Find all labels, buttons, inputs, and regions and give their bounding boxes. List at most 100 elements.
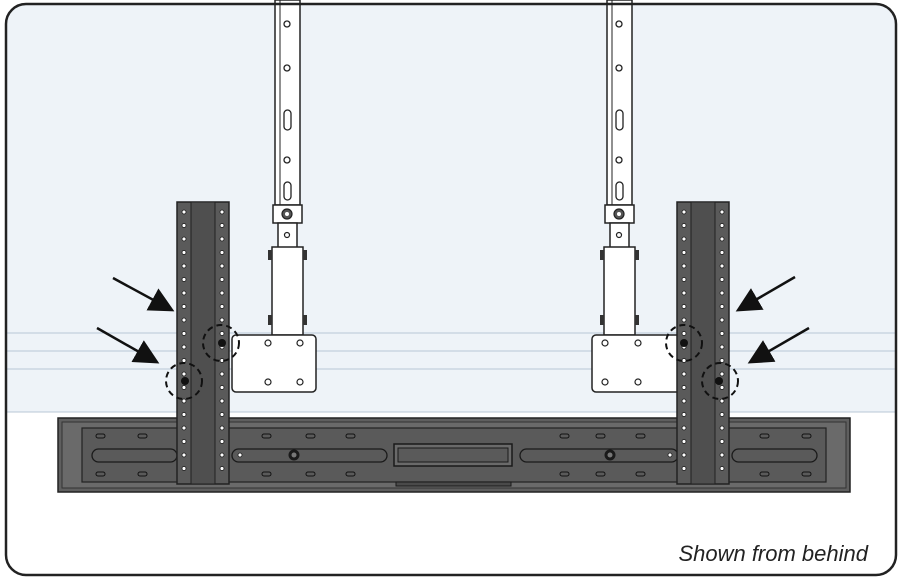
slot-icon [759, 433, 770, 439]
hole-icon [681, 304, 687, 309]
hole-icon [719, 344, 725, 350]
bolt-icon [181, 377, 189, 385]
hole-icon [681, 331, 687, 336]
dashed-circle-icon [202, 324, 240, 362]
hole-icon [219, 466, 225, 471]
slot-icon [635, 471, 646, 477]
hole-icon [719, 385, 725, 390]
hole-icon [681, 236, 687, 242]
dashed-circle-icon [701, 362, 739, 400]
bolt-icon [715, 377, 723, 385]
bolt-icon [680, 339, 688, 347]
hole-icon [219, 425, 225, 431]
hole-icon [719, 331, 725, 336]
hole-icon [681, 317, 687, 323]
hole-icon [719, 466, 725, 471]
hole-icon [181, 263, 187, 269]
slot-icon [801, 471, 812, 477]
hole-icon [181, 385, 187, 390]
hole-icon [219, 223, 225, 228]
hole-icon [681, 250, 687, 255]
hole-icon [719, 358, 725, 363]
hole-icon [181, 452, 187, 458]
left-ceiling-pole [231, 0, 317, 393]
hole-icon [181, 344, 187, 350]
hole-icon [219, 331, 225, 336]
figure-frame [4, 2, 898, 577]
hole-icon [681, 290, 687, 296]
hole-icon [719, 290, 725, 296]
hole-icon [219, 412, 225, 417]
hole-icon [181, 398, 187, 404]
hole-icon [719, 209, 725, 215]
dashed-circle-icon [665, 324, 703, 362]
slot-icon [261, 471, 272, 477]
slot-icon [95, 433, 106, 439]
right-ceiling-pole [591, 0, 683, 393]
hole-icon [681, 209, 687, 215]
hole-icon [681, 358, 687, 363]
hole-icon [181, 304, 187, 309]
slot-icon [95, 471, 106, 477]
slot-icon [137, 471, 148, 477]
arrow-icon [735, 275, 796, 312]
figure-caption: Shown from behind [678, 541, 868, 566]
hole-icon [181, 277, 187, 282]
bolt-icon [218, 339, 226, 347]
hole-icon [681, 425, 687, 431]
arrow-icon [96, 326, 160, 364]
hole-icon [719, 304, 725, 309]
hole-icon [219, 371, 225, 377]
hole-icon [681, 385, 687, 390]
hole-icon [219, 317, 225, 323]
hole-icon [219, 277, 225, 282]
slot-icon [345, 433, 356, 439]
hole-icon [681, 223, 687, 228]
hole-icon [181, 439, 187, 444]
hole-icon [219, 263, 225, 269]
bar-slot-holes [95, 433, 812, 477]
hole-icon [681, 466, 687, 471]
hole-icon [719, 398, 725, 404]
hole-icon [181, 317, 187, 323]
slot-icon [261, 433, 272, 439]
hole-icon [681, 277, 687, 282]
hole-icon [219, 250, 225, 255]
slot-icon [595, 433, 606, 439]
hole-icon [181, 466, 187, 471]
hole-icon [181, 371, 187, 377]
hole-icon [681, 398, 687, 404]
slot-icon [345, 471, 356, 477]
hole-icon [219, 290, 225, 296]
right-upright-holes [681, 209, 725, 471]
hole-icon [719, 317, 725, 323]
hole-icon [181, 290, 187, 296]
hole-icon [719, 236, 725, 242]
hole-icon [719, 425, 725, 431]
hole-icon [181, 209, 187, 215]
slot-icon [559, 433, 570, 439]
dashed-circle-icon [165, 362, 203, 400]
hole-icon [181, 236, 187, 242]
arrow-icon [747, 326, 810, 364]
hole-icon [667, 452, 673, 458]
hole-icon [219, 439, 225, 444]
hole-icon [719, 452, 725, 458]
hole-icon [719, 412, 725, 417]
hole-icon [681, 412, 687, 417]
hole-icon [181, 223, 187, 228]
hole-icon [219, 236, 225, 242]
slot-icon [759, 471, 770, 477]
hole-icon [181, 358, 187, 363]
hole-icon [219, 304, 225, 309]
left-upright [176, 201, 230, 485]
slot-icon [137, 433, 148, 439]
hole-icon [681, 263, 687, 269]
hole-icon [681, 371, 687, 377]
slot-icon [305, 433, 316, 439]
hole-icon [219, 385, 225, 390]
hole-icon [181, 425, 187, 431]
hole-icon [719, 250, 725, 255]
